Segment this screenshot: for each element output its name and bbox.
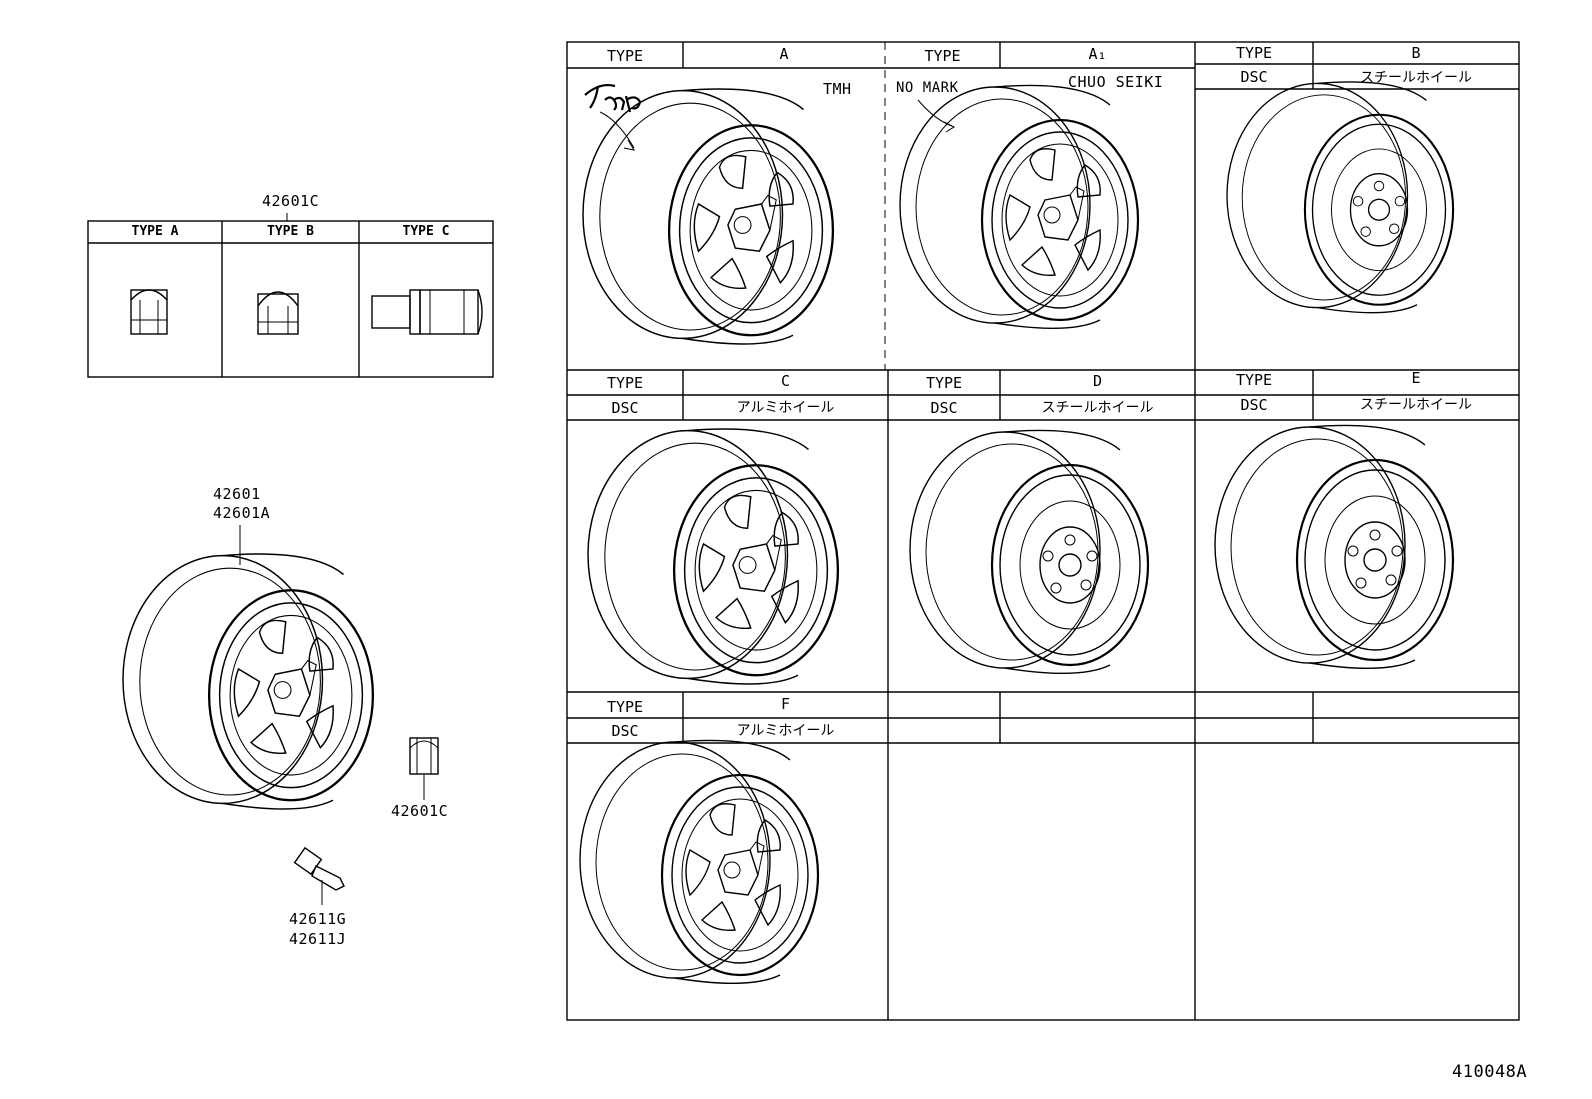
row2-col2-type-label: TYPE bbox=[925, 374, 963, 392]
nut-header-type-b: TYPE B bbox=[267, 224, 314, 239]
wheel-type-e-drawing bbox=[1213, 424, 1455, 670]
wheel-type-a-drawing bbox=[581, 87, 835, 346]
drawing-number: 410048A bbox=[1452, 1062, 1528, 1082]
row2-col3-dsc-label: DSC bbox=[1240, 396, 1268, 414]
row1-col3-dsc-label: DSC bbox=[1240, 68, 1268, 86]
lug-nut-drawing bbox=[409, 737, 439, 775]
row2-col3-type-value: E bbox=[1411, 369, 1421, 387]
row1-col1-type-label: TYPE bbox=[606, 47, 644, 65]
row2-col3-dsc-value: スチールホイール bbox=[1360, 397, 1472, 413]
row3-col1-dsc-value: アルミホイール bbox=[736, 723, 835, 739]
row2-col1-dsc-label: DSC bbox=[611, 399, 639, 417]
nut-type-a-drawing bbox=[130, 289, 168, 335]
wheel-type-c-drawing bbox=[586, 427, 840, 686]
wheel-part-number-1: 42601 bbox=[213, 485, 261, 503]
type-grid-frame bbox=[566, 41, 1520, 1021]
row1-col2-note: NO MARK bbox=[896, 80, 959, 96]
lug-nut-part-number: 42601C bbox=[391, 802, 449, 820]
nut-table-frame bbox=[87, 220, 494, 378]
valve-part-number-2: 42611J bbox=[289, 930, 347, 948]
row1-col2-type-value: A₁ bbox=[1088, 45, 1107, 63]
tmh-logo-icon bbox=[584, 83, 642, 113]
wheel-type-a1-drawing bbox=[898, 84, 1140, 330]
valve-stem-drawing bbox=[293, 846, 345, 891]
nut-part-number: 42601C bbox=[262, 192, 320, 210]
row2-col1-type-label: TYPE bbox=[606, 374, 644, 392]
row1-col2-maker: CHUO SEIKI bbox=[1068, 73, 1164, 91]
wheel-type-d-drawing bbox=[908, 429, 1150, 675]
row2-col2-dsc-value: スチールホイール bbox=[1041, 400, 1154, 416]
row3-col1-type-value: F bbox=[780, 695, 791, 713]
row1-col1-maker: TMH bbox=[823, 80, 852, 98]
wheel-type-f-drawing bbox=[578, 739, 820, 985]
nut-type-b-drawing bbox=[257, 291, 299, 335]
row2-col2-type-value: D bbox=[1092, 372, 1103, 390]
row1-col3-type-value: B bbox=[1411, 44, 1421, 62]
valve-part-number-1: 42611G bbox=[289, 910, 347, 928]
row1-col1-type-value: A bbox=[779, 45, 789, 63]
row2-col3-type-label: TYPE bbox=[1235, 371, 1273, 389]
row2-col2-dsc-label: DSC bbox=[930, 399, 958, 417]
row3-col1-dsc-label: DSC bbox=[611, 722, 639, 740]
wheel-part-number-2: 42601A bbox=[213, 504, 271, 522]
row2-col1-dsc-value: アルミホイール bbox=[736, 400, 835, 416]
row3-col1-type-label: TYPE bbox=[606, 698, 644, 716]
row1-col2-type-label: TYPE bbox=[924, 47, 961, 65]
nut-header-type-a: TYPE A bbox=[131, 224, 179, 239]
nut-type-c-drawing bbox=[371, 289, 483, 335]
wheel-type-b-drawing bbox=[1225, 80, 1455, 314]
row1-col3-dsc-value: スチールホイール bbox=[1360, 70, 1472, 86]
row2-col1-type-value: C bbox=[780, 372, 791, 390]
main-wheel-drawing bbox=[121, 552, 375, 811]
row1-col3-type-label: TYPE bbox=[1235, 44, 1273, 62]
nut-header-type-c: TYPE C bbox=[402, 224, 450, 239]
